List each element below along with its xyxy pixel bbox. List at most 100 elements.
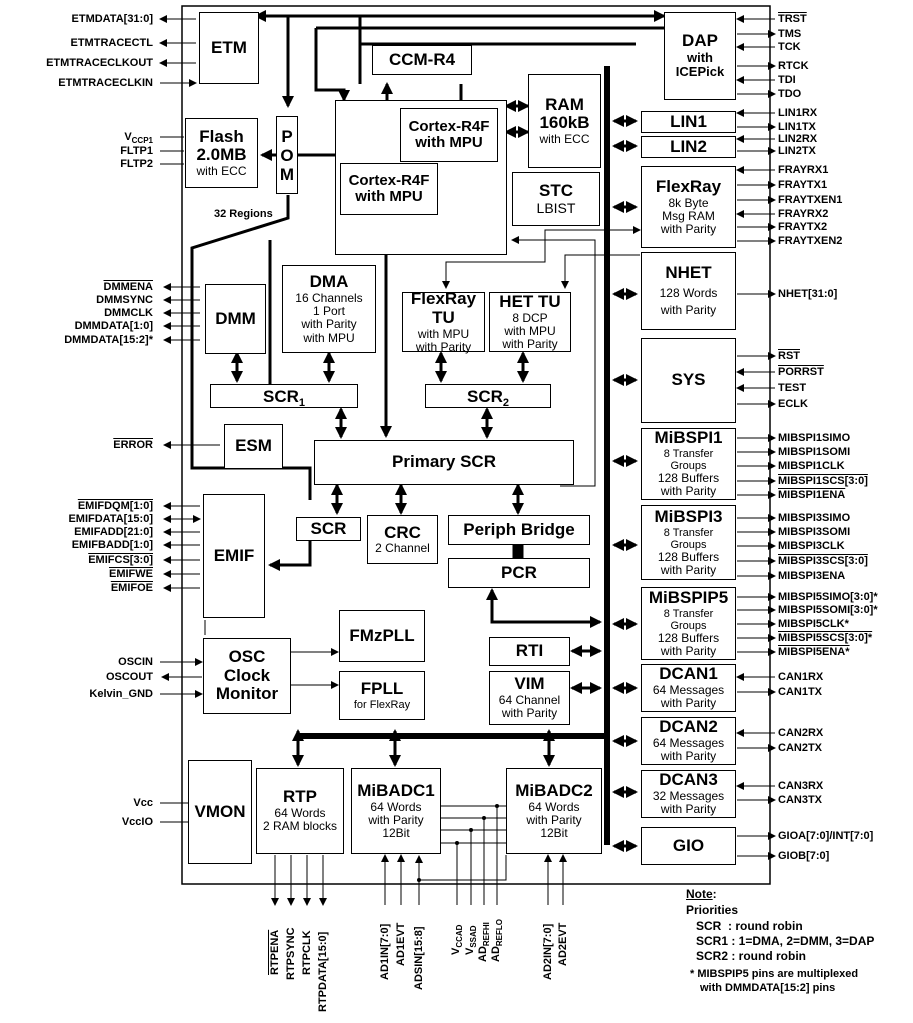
cortex-a-mpu: with MPU (415, 134, 483, 151)
dmm-block: DMM (205, 284, 266, 354)
rtp-blocks: 2 RAM blocks (262, 819, 338, 834)
nhet-block: NHET 128 Words with Parity (641, 252, 736, 330)
pin-mibspi1ena: MIBSPI1ENA (778, 489, 846, 501)
dcan3-label: DCAN3 (659, 770, 718, 790)
mibspi1-groups1: 8 Transfer (663, 448, 714, 461)
pin-adreflo: ADREFLO (490, 919, 504, 962)
pin-giob: GIOB[7:0] (778, 850, 830, 862)
dma-block: DMA 16 Channels 1 Port with Parity with … (282, 265, 376, 353)
dcan1-block: DCAN1 64 Messages with Parity (641, 664, 736, 712)
mibspip5-groups2: Groups (670, 619, 707, 632)
pin-can2tx: CAN2TX (778, 742, 823, 754)
mibadc2-bit: 12Bit (540, 825, 568, 840)
pin-ad1evt: AD1EVT (395, 922, 407, 966)
flexray-tu-mpu: with MPU (417, 326, 470, 341)
flexray-tu-tu: TU (432, 307, 455, 327)
pom-p: P (281, 126, 293, 146)
het-tu-parity: with Parity (502, 336, 558, 351)
pin-can2rx: CAN2RX (778, 727, 824, 739)
dma-parity: with Parity (301, 317, 357, 332)
flexray-block: FlexRay 8k Byte Msg RAM with Parity (641, 166, 736, 248)
mibspip5-parity: with Parity (660, 643, 717, 658)
osc-monitor: Monitor (215, 684, 279, 704)
crc-label: CRC (384, 522, 421, 542)
dma-port: 1 Port (312, 304, 345, 319)
pin-mibspi1somi: MIBSPI1SOMI (778, 446, 851, 458)
pin-kelvin-gnd: Kelvin_GND (89, 688, 153, 700)
flexray-tu-parity: with Parity (415, 339, 472, 354)
fmzpll-label: FMzPLL (349, 625, 415, 645)
mibspip5-buffers: 128 Buffers (657, 630, 720, 645)
pin-mibspi5clk: MIBSPI5CLK* (778, 618, 849, 630)
primary-scr-block: Primary SCR (314, 440, 574, 485)
mibadc1-words: 64 Words (370, 799, 422, 814)
dap-block: DAP with ICEPick (664, 12, 736, 100)
pin-vccio: VccIO (121, 816, 153, 828)
pin-rtpsync: RTPSYNC (285, 927, 297, 980)
pin-vcc: Vcc (133, 797, 153, 809)
fpll-label: FPLL (360, 679, 404, 699)
pin-ad2evt: AD2EVT (557, 922, 569, 966)
scr-block: SCR (296, 517, 361, 541)
primary-scr-label: Primary SCR (392, 452, 496, 472)
mibspi3-parity: with Parity (660, 562, 717, 577)
etm-label: ETM (211, 37, 247, 57)
etm-block: ETM (199, 12, 259, 84)
pin-fltp2: FLTP2 (120, 158, 153, 170)
rti-label: RTI (515, 641, 544, 661)
het-tu-mpu: with MPU (504, 323, 556, 338)
periph-bridge-block: Periph Bridge (448, 515, 590, 545)
pin-fltp1: FLTP1 (120, 145, 153, 157)
stc-block: STC LBIST (512, 172, 600, 226)
pin-mibspi3scs: MIBSPI3SCS[3:0] (778, 555, 868, 567)
pcr-block: PCR (448, 558, 590, 588)
rti-block: RTI (489, 637, 570, 666)
scr2-block: SCR2 (425, 384, 551, 409)
pin-rst: RST (778, 350, 800, 362)
dcan1-label: DCAN1 (659, 664, 718, 684)
pin-vccp1-sub: CCP1 (131, 136, 153, 146)
pin-error: ERROR (113, 439, 153, 451)
pin-emifbadd: EMIFBADD[1:0] (71, 539, 153, 551)
pin-frayrx2: FRAYRX2 (778, 208, 829, 220)
mibspip5-block: MiBSPIP5 8 Transfer Groups 128 Buffers w… (641, 587, 736, 660)
pin-emifoe: EMIFOE (110, 582, 153, 594)
vim-parity: with Parity (501, 706, 558, 721)
note-footnote-2: with DMMDATA[15:2] pins (700, 982, 836, 994)
flexray-parity: with Parity (660, 221, 717, 236)
dcan3-messages: 32 Messages (652, 789, 725, 804)
ccm-label: CCM-R4 (388, 49, 456, 69)
pin-test: TEST (778, 382, 807, 394)
dma-label: DMA (309, 272, 349, 292)
pin-can3tx: CAN3TX (778, 794, 823, 806)
pin-vccp1-v: V (124, 131, 132, 143)
pin-emifcs: EMIFCS[3:0] (88, 554, 153, 566)
ram-ecc: with ECC (539, 132, 590, 147)
scr1-sub: 1 (298, 397, 306, 410)
dap-with: with (687, 50, 713, 66)
pin-dmmclk: DMMCLK (104, 307, 153, 319)
dma-channels: 16 Channels (295, 290, 363, 305)
stc-lbist: LBIST (536, 199, 576, 216)
pin-vccp1: VCCP1 (124, 131, 153, 147)
dcan3-block: DCAN3 32 Messages with Parity (641, 770, 736, 818)
pin-can1rx: CAN1RX (778, 671, 824, 683)
esm-label: ESM (235, 436, 272, 456)
fpll-block: FPLL for FlexRay (339, 671, 425, 720)
mibspi1-buffers: 128 Buffers (657, 471, 720, 486)
mibspi3-label: MiBSPI3 (654, 506, 723, 526)
pin-porrst: PORRST (778, 366, 824, 378)
dap-label: DAP (682, 31, 718, 51)
dap-icepick: ICEPick (675, 64, 725, 80)
mibadc1-block: MiBADC1 64 Words with Parity 12Bit (351, 768, 441, 854)
vim-channel: 64 Channel (498, 693, 561, 708)
pin-mibspi5ena: MIBSPI5ENA* (778, 646, 850, 658)
nhet-label: NHET (665, 263, 712, 283)
pom-regions: 32 Regions (214, 208, 273, 220)
sys-label: SYS (671, 370, 706, 390)
pin-mibspi3somi: MIBSPI3SOMI (778, 526, 851, 538)
dcan2-label: DCAN2 (659, 717, 718, 737)
note-scr2: SCR2 : round robin (696, 949, 806, 963)
pin-can1tx: CAN1TX (778, 686, 823, 698)
